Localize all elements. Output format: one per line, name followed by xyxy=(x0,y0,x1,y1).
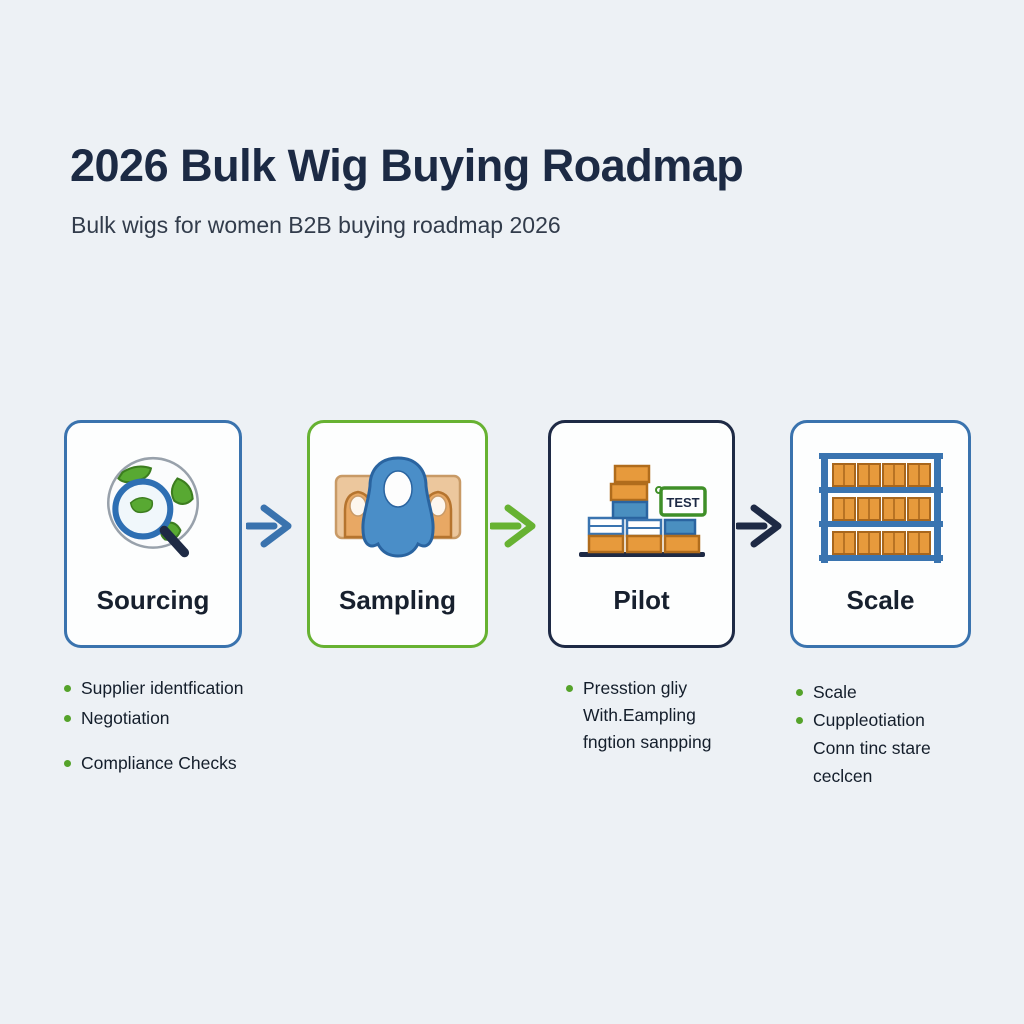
warehouse-shelf-icon xyxy=(793,423,968,581)
arrow-shape xyxy=(244,504,292,548)
note-item: fngtion sanpping xyxy=(583,731,712,752)
globe-magnifier-icon xyxy=(67,423,239,581)
test-boxes-icon: TEST xyxy=(551,423,732,581)
test-tag-text: TEST xyxy=(666,495,699,510)
page-subtitle: Bulk wigs for women B2B buying roadmap 2… xyxy=(71,212,561,238)
arrow-icon-3 xyxy=(734,500,790,552)
stage-card-sourcing: Sourcing xyxy=(64,420,242,648)
note-item: Scale xyxy=(796,682,986,704)
stage-label-sourcing: Sourcing xyxy=(96,585,210,615)
stage-card-sampling: Sampling xyxy=(307,420,488,648)
notes-sourcing: Supplier identfication Negotiation Compl… xyxy=(64,678,294,783)
arrow-icon-1 xyxy=(244,500,300,552)
note-item: Negotiation xyxy=(64,708,294,730)
notes-scale: Scale Cuppleotiation Conn tinc stare cec… xyxy=(796,682,986,794)
stage-label-pilot: Pilot xyxy=(613,585,670,615)
arrow-icon-2 xyxy=(488,500,544,552)
stage-card-scale: Scale xyxy=(790,420,971,648)
note-item: ceclcen xyxy=(813,765,873,786)
arrow-shape xyxy=(488,504,536,548)
stage-label-sampling: Sampling xyxy=(338,585,456,615)
stage-card-pilot: TEST Pilot xyxy=(548,420,735,648)
note-item: Supplier identfication xyxy=(64,678,294,700)
wig-heads-icon xyxy=(310,423,485,581)
arrow-shape xyxy=(734,504,782,548)
notes-pilot: Presstion gliy With.Eampling fngtion san… xyxy=(566,678,776,759)
note-item: With.Eampling xyxy=(583,704,696,725)
note-item: Compliance Checks xyxy=(64,753,294,775)
note-item: Presstion gliy xyxy=(566,678,776,700)
page-title: 2026 Bulk Wig Buying Roadmap xyxy=(70,140,744,191)
note-item: Conn tinc stare xyxy=(813,737,931,758)
stage-label-scale: Scale xyxy=(846,585,915,615)
note-item: Cuppleotiation xyxy=(796,710,986,732)
